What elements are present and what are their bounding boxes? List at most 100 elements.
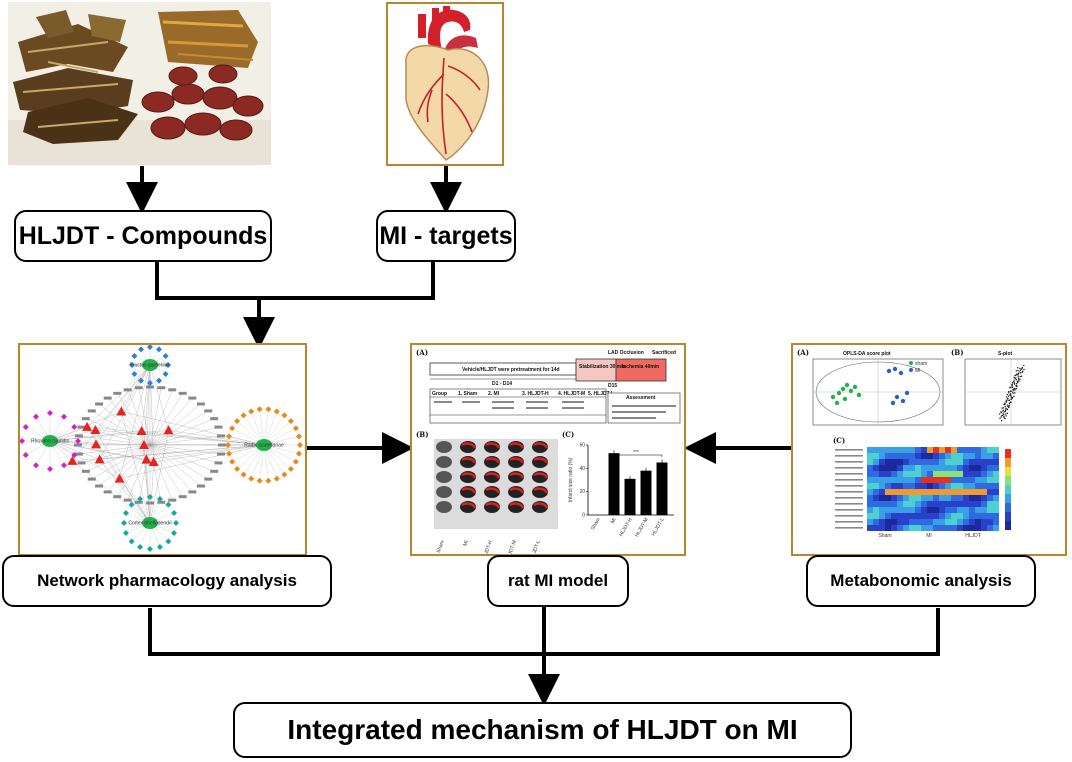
- splot-point: [1005, 409, 1007, 411]
- heatmap-cell: [891, 495, 897, 501]
- heatmap-cell: [987, 459, 993, 465]
- gene-node: [214, 425, 223, 429]
- gene-node: [134, 500, 143, 504]
- gene-node: [196, 402, 205, 406]
- heatmap-cell: [927, 471, 933, 477]
- heatmap-cell: [957, 465, 963, 471]
- heatmap-cell: [927, 495, 933, 501]
- heatmap-cell: [867, 483, 873, 489]
- compound-node: [47, 410, 53, 416]
- splot-point: [1012, 389, 1014, 391]
- heatmap-cell: [915, 477, 921, 483]
- compounds-label-text: HLJDT - Compounds: [18, 221, 268, 250]
- splot-point: [1006, 394, 1008, 396]
- splot-point: [1004, 410, 1006, 412]
- group-header: 4. HLJDT-M: [558, 391, 585, 397]
- splot-point: [1005, 401, 1008, 403]
- heatmap-cell: [915, 495, 921, 501]
- sham-point: [856, 392, 862, 398]
- compound-node: [256, 477, 263, 484]
- mi-point: [890, 400, 896, 406]
- splot-point: [1007, 397, 1009, 400]
- heatmap-cell: [867, 447, 873, 453]
- gene-node: [81, 469, 90, 473]
- heatmap-cell: [969, 513, 975, 519]
- heatmap-cell: [933, 525, 939, 531]
- gene-node: [74, 434, 83, 438]
- compound-node: [156, 544, 163, 551]
- heatmap-cell: [909, 483, 915, 489]
- heatmap-cell: [969, 507, 975, 513]
- splot-point: [1009, 401, 1011, 404]
- target-node: [91, 439, 102, 449]
- gene-node: [95, 402, 104, 406]
- heatmap-cell: [939, 495, 945, 501]
- gene-node: [214, 461, 223, 465]
- gene-node: [217, 434, 226, 438]
- splot-point: [1022, 370, 1024, 372]
- gene-node: [217, 452, 226, 456]
- splot-point: [1001, 407, 1003, 409]
- heatmap-cell: [879, 513, 885, 519]
- heatmap-cell: [915, 453, 921, 459]
- splot-point: [999, 413, 1001, 415]
- heatmap-cell: [909, 471, 915, 477]
- splot-point: [1019, 367, 1021, 369]
- heatmap-cell: [957, 495, 963, 501]
- ischemia-text: Ischemia 40min: [622, 364, 659, 370]
- heatmap-cell: [903, 525, 909, 531]
- gene-node: [87, 477, 96, 481]
- heatmap-cell: [879, 501, 885, 507]
- compound-node: [273, 475, 280, 482]
- heatmap-cell: [945, 465, 951, 471]
- heatmap-cell: [891, 465, 897, 471]
- heatmap-cell: [909, 525, 915, 531]
- group-header: 5. HLJDT-L: [588, 391, 614, 397]
- compound-node: [131, 371, 138, 377]
- heatmap-cell: [951, 489, 957, 495]
- d1-d14-text: D1 - D14: [492, 381, 512, 387]
- splot-point: [1003, 414, 1005, 416]
- heart-slice: [436, 501, 452, 513]
- heatmap-cell: [867, 495, 873, 501]
- target-node: [139, 440, 149, 449]
- heatmap-cell: [945, 507, 951, 513]
- splot-point: [1009, 387, 1011, 389]
- gene-node: [218, 443, 226, 447]
- splot-point: [1011, 386, 1014, 388]
- rat-model-figure: (A) Vehicle/HLJDT were pretreatment for …: [410, 343, 686, 556]
- heatmap-cell: [963, 489, 969, 495]
- splot-point: [1008, 405, 1010, 407]
- heatmap-cell: [891, 477, 897, 483]
- gene-node: [74, 452, 83, 456]
- compound-node: [171, 510, 178, 517]
- heatmap-cell: [969, 471, 975, 477]
- heatmap-cell: [915, 513, 921, 519]
- splot-point: [1008, 403, 1010, 405]
- compound-node: [171, 529, 178, 536]
- heatmap-cell: [963, 525, 969, 531]
- heatmap-cell: [915, 471, 921, 477]
- heatmap-cell: [951, 471, 957, 477]
- heatmap-cell: [939, 483, 945, 489]
- compound-node: [292, 458, 299, 465]
- heatmap-cell: [891, 519, 897, 525]
- bar-tick-label: 0: [582, 513, 585, 519]
- bar-tick-label: 60: [579, 443, 585, 449]
- herb-hub-label: Cortex phellodendri: [128, 521, 171, 527]
- splot-point: [1015, 387, 1018, 390]
- heatmap-cell: [891, 489, 897, 495]
- compound-node: [131, 353, 138, 359]
- splot-point: [1006, 398, 1008, 400]
- heatmap-cell: [945, 495, 951, 501]
- compound-node: [71, 424, 78, 430]
- network-label: Network pharmacology analysis: [2, 555, 332, 607]
- heatmap-x-label: Sham: [878, 533, 891, 539]
- heatmap-cell: [969, 477, 975, 483]
- gene-node: [103, 490, 112, 494]
- heatmap-cell: [903, 489, 909, 495]
- score-plot-title: OPLS-DA score plot: [843, 351, 891, 357]
- splot-point: [999, 417, 1001, 419]
- gene-node: [178, 391, 187, 395]
